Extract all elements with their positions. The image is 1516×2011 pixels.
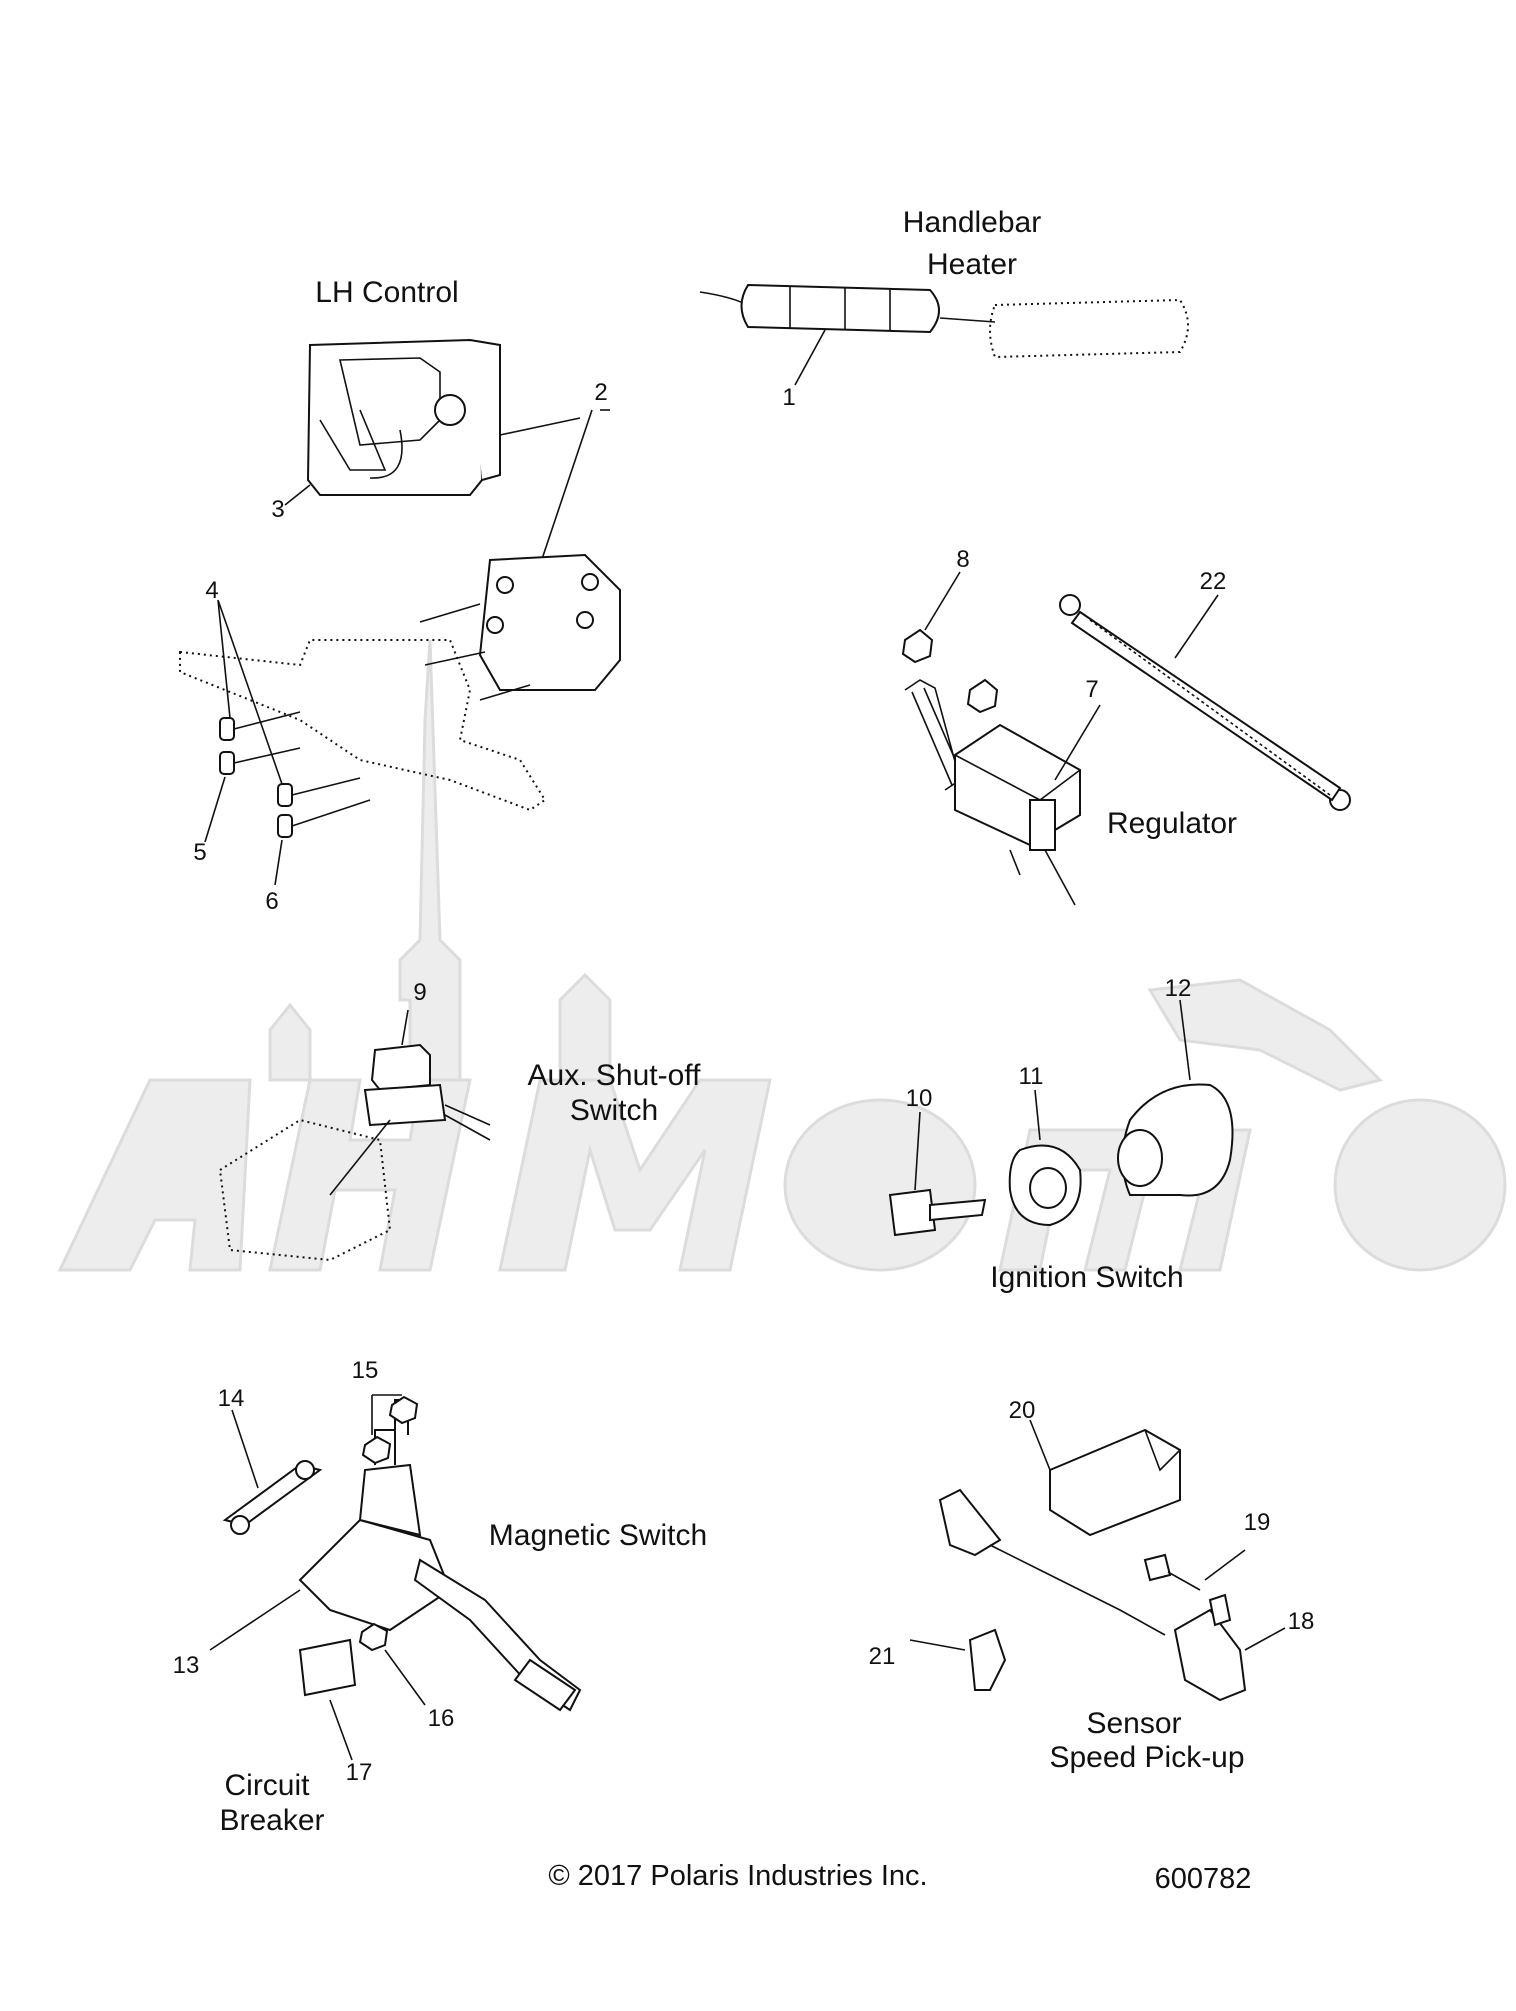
screw-5 [219, 747, 301, 775]
sensor-group [909, 1419, 1286, 1702]
speed-sensor-18 [1173, 1608, 1247, 1702]
callout-16: 16 [428, 1705, 455, 1732]
callout-21: 21 [869, 1643, 896, 1670]
caption-ignition-switch: Ignition Switch [990, 1261, 1183, 1294]
callout-20: 20 [1009, 1397, 1036, 1424]
callout-1: 1 [782, 384, 795, 411]
nut-16 [358, 1622, 389, 1652]
caption-sensor-line2: Speed Pick-up [1049, 1741, 1244, 1774]
magnetic-switch-group [209, 1394, 582, 1761]
nut-15a [361, 1435, 392, 1465]
caption-circuit-breaker-line1: Circuit [224, 1769, 310, 1802]
ignition-group [888, 999, 1234, 1237]
nut-8 [901, 628, 934, 664]
screw-4b [277, 777, 361, 807]
callout-22: 22 [1200, 568, 1227, 595]
callout-5: 5 [193, 839, 206, 866]
nut-15b [388, 1395, 419, 1425]
copyright-notice: © 2017 Polaris Industries Inc. [548, 1860, 927, 1892]
callout-15: 15 [352, 1357, 379, 1384]
handlebar-heater-group [699, 283, 1189, 386]
screw-19 [1143, 1553, 1172, 1582]
callout-7: 7 [1085, 676, 1098, 703]
callout-4: 4 [205, 577, 218, 604]
sensor-connector [938, 1488, 1002, 1557]
callout-17: 17 [346, 1759, 373, 1786]
nut-7b [966, 678, 999, 714]
solenoid-body [358, 1463, 422, 1537]
caption-regulator: Regulator [1107, 807, 1237, 840]
caption-magnetic-switch: Magnetic Switch [489, 1519, 707, 1552]
caption-lh-control: LH Control [315, 276, 458, 309]
sensor-bracket-20 [1049, 1428, 1181, 1537]
caption-aux-shutoff-line2: Switch [570, 1094, 658, 1127]
callout-8: 8 [956, 546, 969, 573]
screw-6 [277, 799, 371, 838]
callout-18: 18 [1288, 1608, 1315, 1635]
callout-12: 12 [1165, 975, 1192, 1002]
callout-3: 3 [271, 496, 284, 523]
clip-21 [968, 1628, 1007, 1691]
caption-handlebar-heater-line2: Heater [927, 248, 1017, 281]
ignition-key-10 [888, 1188, 937, 1237]
ground-strap-22 [1059, 594, 1351, 811]
watermark-logo [57, 639, 1507, 1272]
callout-2: 2 [594, 379, 607, 406]
lh-control-group [284, 338, 610, 566]
caption-circuit-breaker-line2: Breaker [219, 1804, 324, 1837]
aux-switch-cap [370, 1043, 431, 1092]
figure-number: 600782 [1155, 1863, 1252, 1895]
regulator-group [901, 571, 1351, 906]
caption-sensor-line1: Sensor [1086, 1707, 1181, 1740]
callout-14: 14 [218, 1385, 245, 1412]
screw-4a [219, 711, 301, 741]
switch-housing-group [179, 553, 621, 886]
caption-aux-shutoff-line1: Aux. Shut-off [528, 1059, 702, 1092]
callout-13: 13 [173, 1652, 200, 1679]
callout-9: 9 [413, 979, 426, 1006]
callout-11: 11 [1019, 1063, 1044, 1090]
callout-10: 10 [906, 1085, 933, 1112]
circuit-breaker-17 [298, 1638, 357, 1697]
callout-19: 19 [1244, 1509, 1271, 1536]
callout-6: 6 [265, 888, 278, 915]
heater-sleeve-part [989, 298, 1189, 359]
caption-handlebar-heater-line1: Handlebar [903, 206, 1041, 239]
aux-shutoff-group [218, 1009, 491, 1262]
heater-grip-part [740, 283, 940, 334]
